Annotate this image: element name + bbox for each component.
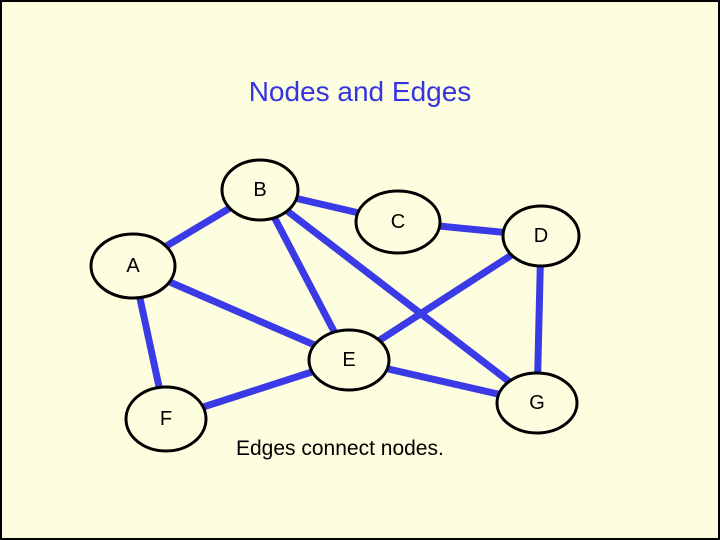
caption-text: Edges connect nodes. xyxy=(236,437,444,460)
node-g: G xyxy=(495,371,579,435)
node-circle xyxy=(307,328,391,392)
node-circle xyxy=(495,371,579,435)
node-label: E xyxy=(342,349,355,371)
node-b: B xyxy=(220,158,300,222)
node-label: C xyxy=(391,211,405,233)
edge-d-e xyxy=(347,233,543,363)
node-a: A xyxy=(89,232,177,300)
node-circle xyxy=(501,204,581,268)
nodes-layer: B C D A E F G xyxy=(89,158,581,453)
node-label: D xyxy=(534,225,548,247)
node-circle xyxy=(354,189,442,255)
node-label: G xyxy=(529,392,545,414)
node-label: B xyxy=(253,179,266,201)
edge-b-g xyxy=(257,187,540,406)
node-c: C xyxy=(354,189,442,255)
slide-title: Nodes and Edges xyxy=(248,76,472,107)
node-label: A xyxy=(126,255,140,277)
node-d: D xyxy=(501,204,581,268)
node-e: E xyxy=(307,328,391,392)
node-circle xyxy=(124,385,208,453)
node-circle xyxy=(89,232,177,300)
node-f: F xyxy=(124,385,208,453)
node-circle xyxy=(220,158,300,222)
node-label: F xyxy=(160,408,172,430)
